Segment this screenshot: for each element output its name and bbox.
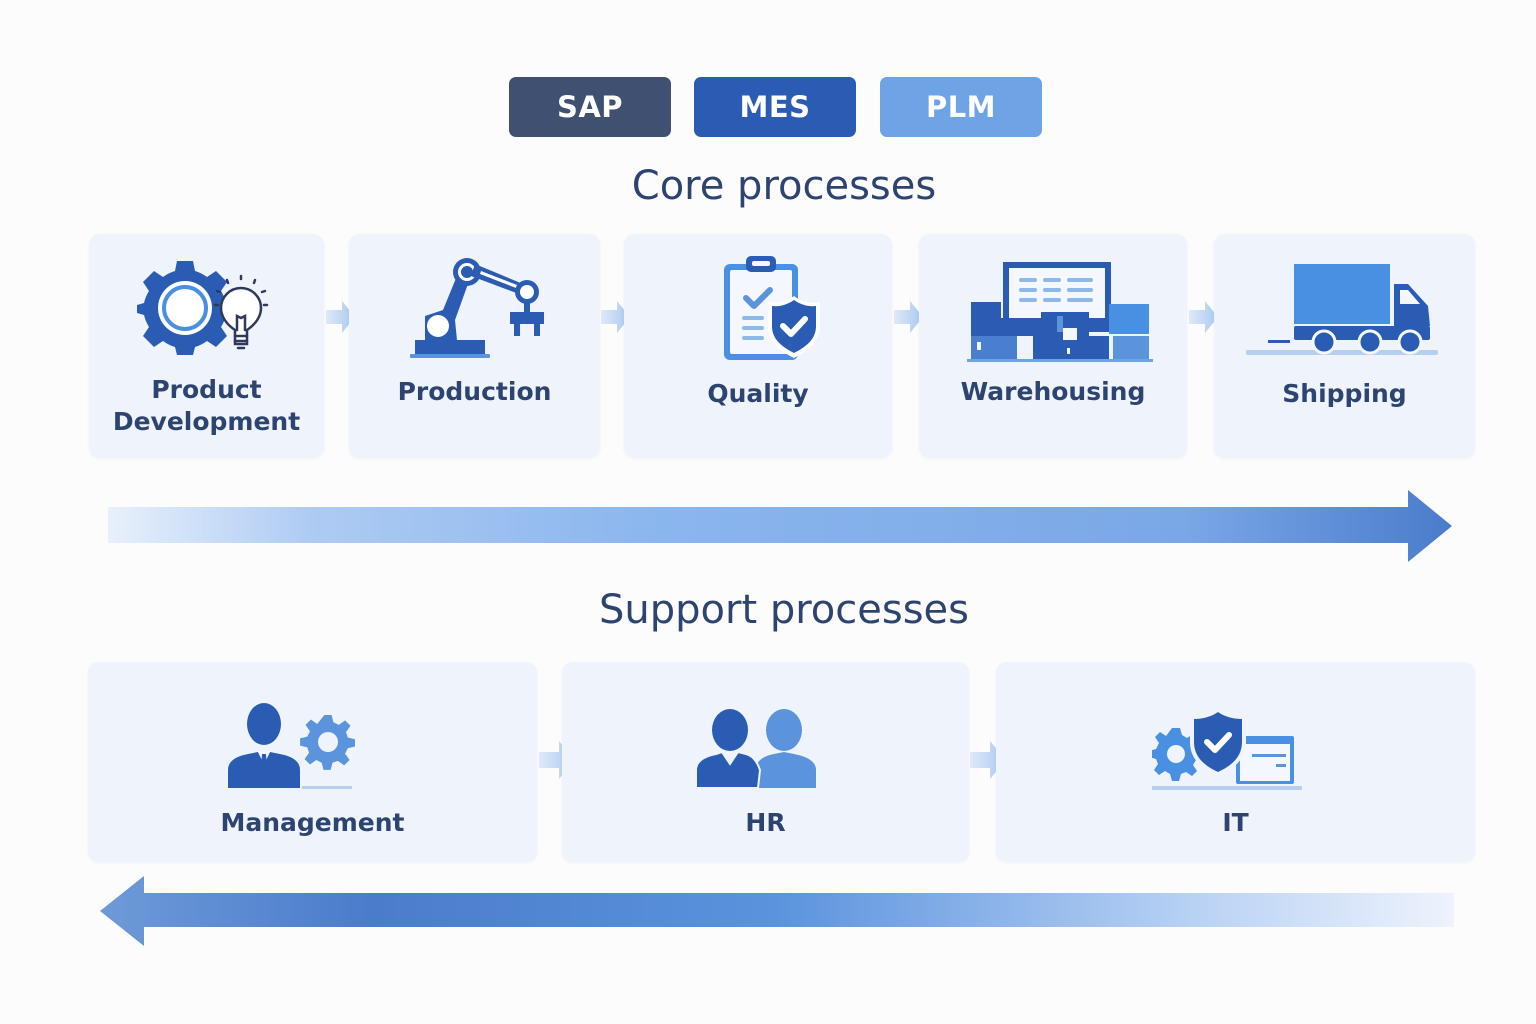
arrow-right-icon	[601, 301, 630, 333]
arrow-right-icon	[326, 301, 355, 333]
product-development-label: Product Development	[89, 374, 324, 438]
mes-tag: MES	[694, 77, 856, 137]
card-production: Production	[349, 234, 600, 458]
warehouse-icon	[967, 262, 1153, 362]
hr-label: HR	[745, 808, 786, 837]
production-label: Production	[397, 377, 552, 406]
shipping-label: Shipping	[1282, 379, 1407, 408]
card-quality: Quality	[624, 234, 892, 458]
card-shipping: Shipping	[1214, 234, 1475, 458]
plm-tag: PLM	[880, 77, 1042, 137]
card-product-development: Product Development	[89, 234, 324, 458]
quality-label: Quality	[707, 379, 809, 408]
card-hr: HR	[562, 662, 969, 862]
it-label: IT	[1222, 808, 1249, 837]
robot-arm-icon	[410, 258, 544, 358]
arrow-right-icon	[894, 301, 923, 333]
shield-gear-window-icon	[1152, 708, 1302, 790]
management-label: Management	[220, 808, 405, 837]
core-flow-arrow	[108, 490, 1452, 562]
support-processes-title: Support processes	[599, 587, 969, 633]
truck-icon	[1246, 264, 1438, 355]
clipboard-shield-icon	[724, 256, 820, 360]
sap-tag: SAP	[509, 77, 671, 137]
card-it: IT	[996, 662, 1475, 862]
core-processes-title: Core processes	[631, 163, 937, 209]
support-flow-arrow	[100, 876, 1454, 946]
label-line-2: Development	[112, 407, 301, 436]
card-management: Management	[88, 662, 537, 862]
label-line-1: Product	[151, 375, 262, 404]
gear-lightbulb-icon	[137, 261, 269, 355]
warehousing-label: Warehousing	[960, 377, 1146, 406]
manager-gear-icon	[228, 703, 355, 789]
people-icon	[695, 709, 816, 789]
arrow-right-icon	[1189, 301, 1218, 333]
card-warehousing: Warehousing	[919, 234, 1187, 458]
